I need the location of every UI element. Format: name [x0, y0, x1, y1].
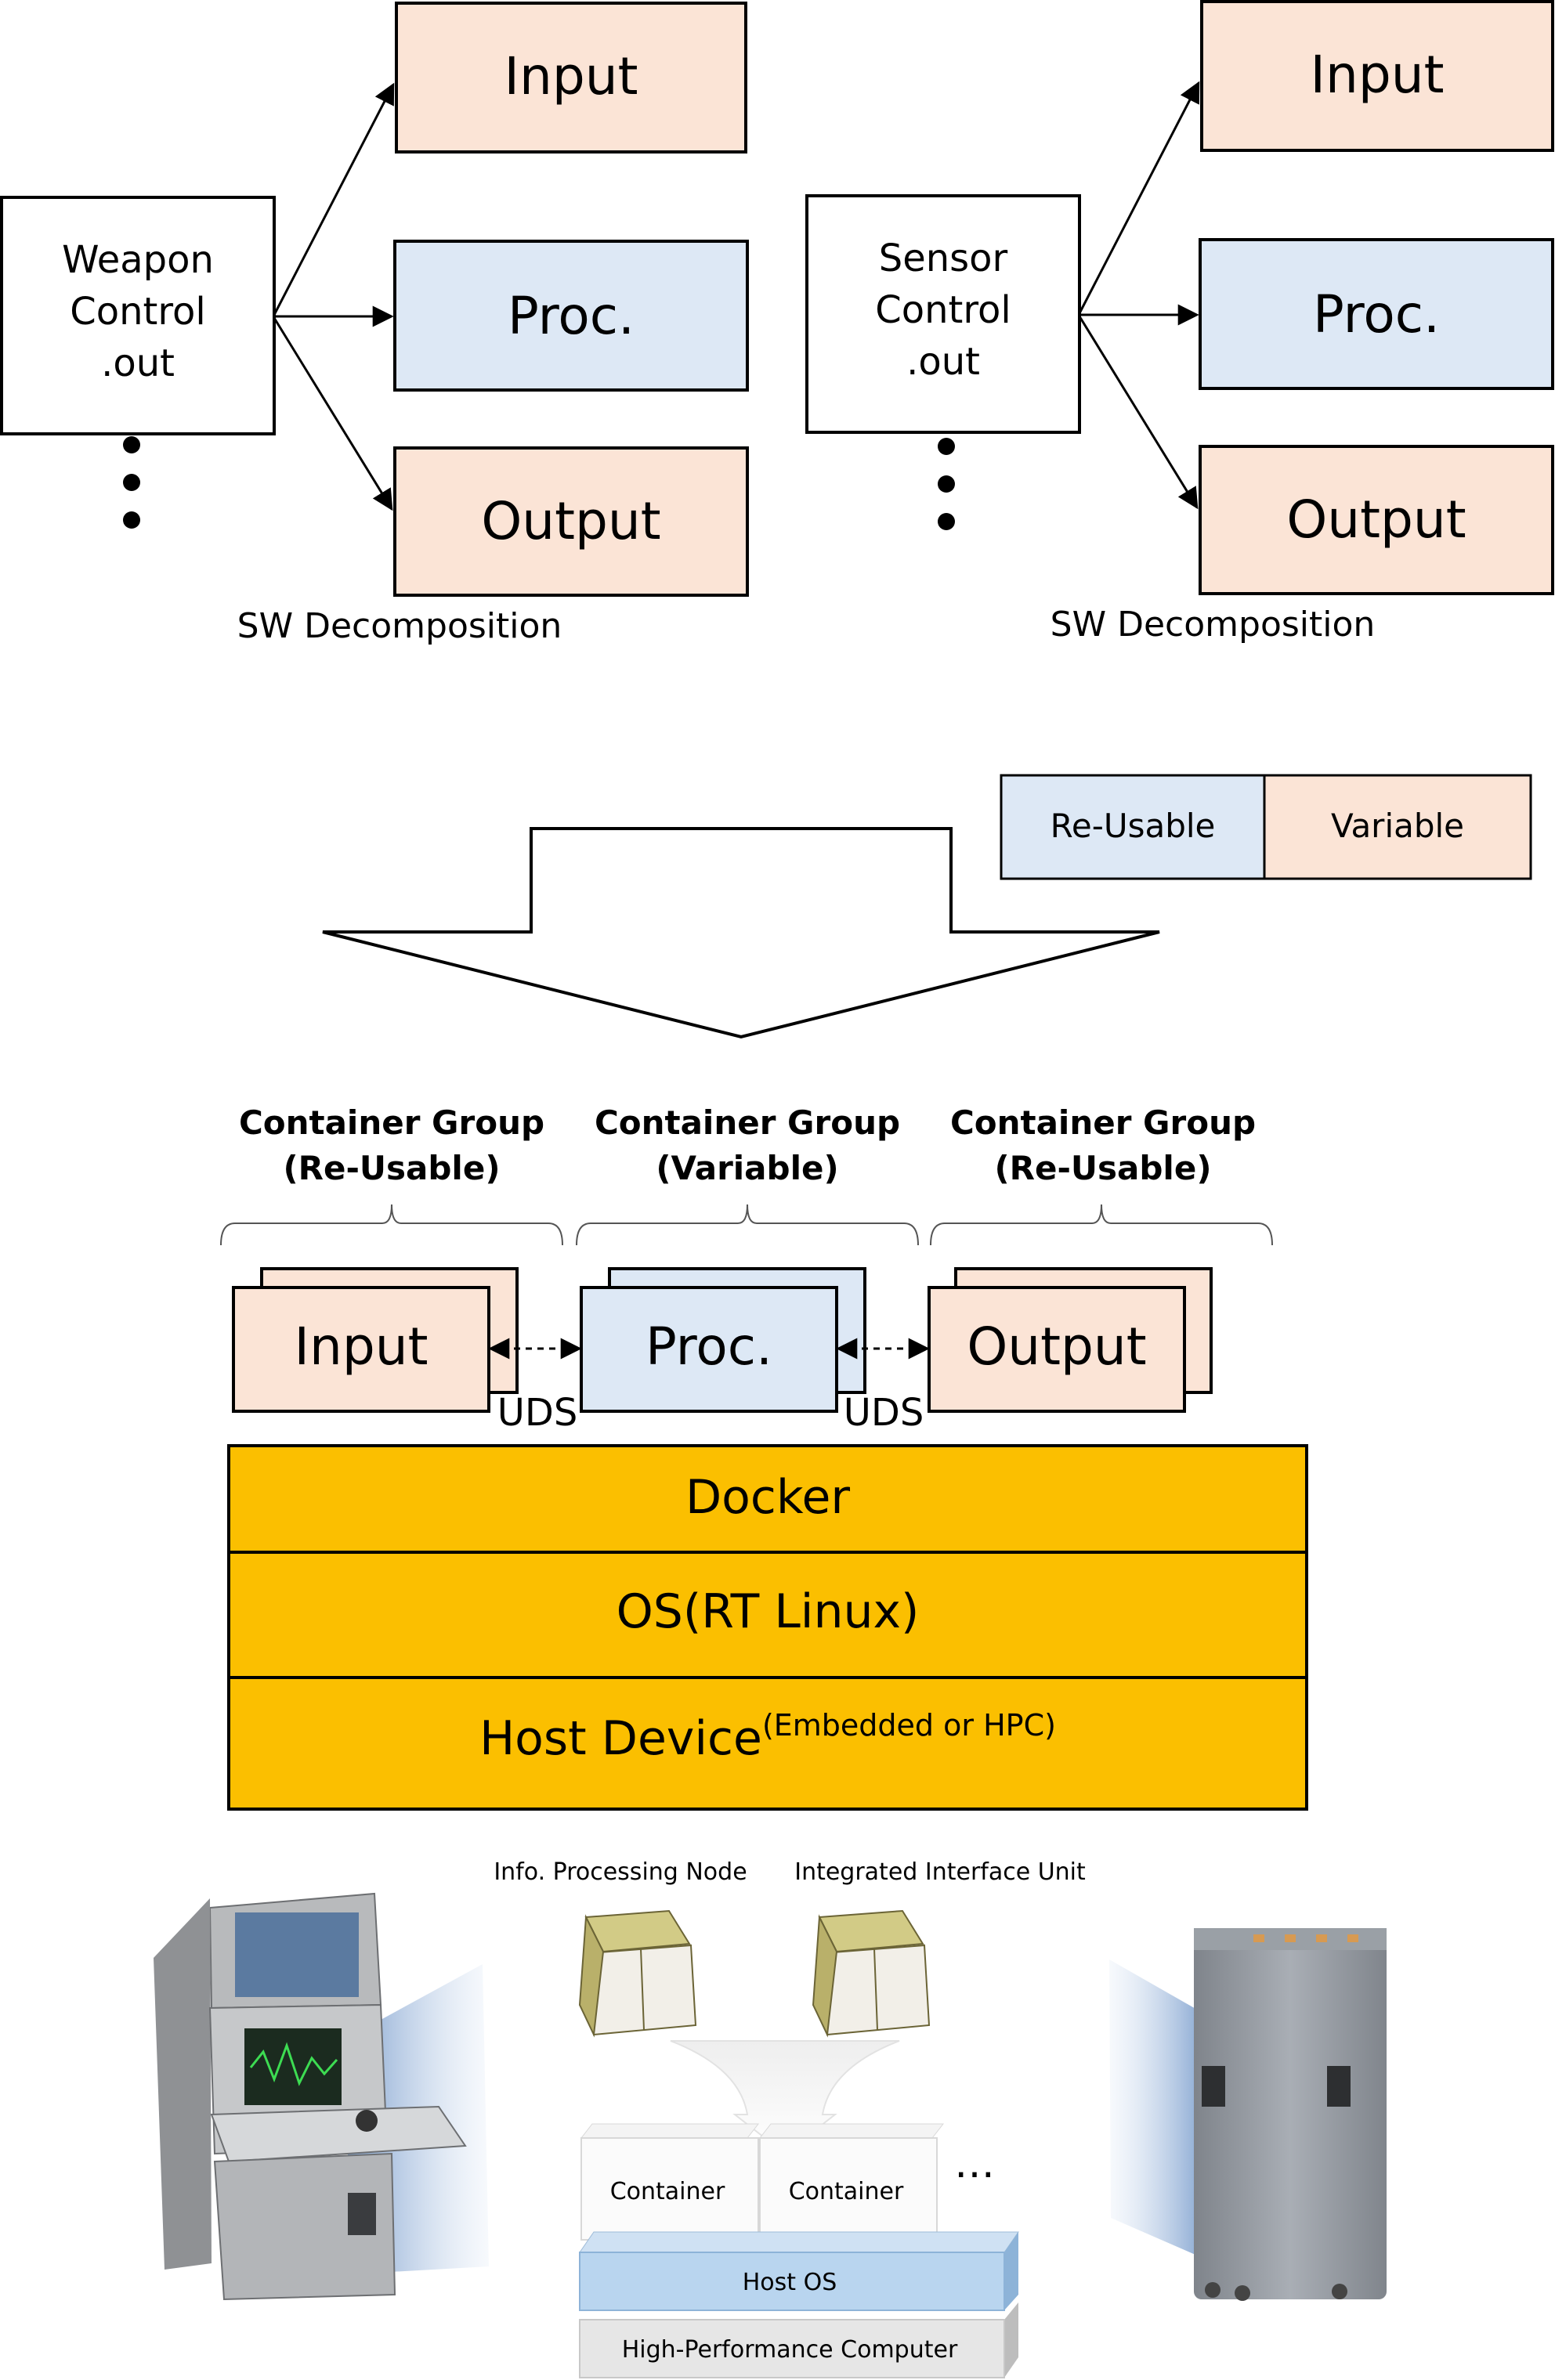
docker-label: Docker — [685, 1470, 850, 1525]
equipment-rack-image — [1109, 1928, 1387, 2301]
component-output — [393, 446, 749, 597]
legend: Re-Usable Variable — [1000, 774, 1532, 880]
group-brace — [576, 1204, 919, 1246]
app-label-line-3: .out — [101, 341, 175, 385]
decomposition-arrow — [273, 82, 395, 316]
container-block-top — [580, 2123, 760, 2139]
app-label-line-1: Sensor — [879, 237, 1008, 280]
hpc-band-side — [1004, 2302, 1018, 2378]
decomposition-left: Weapon Control .out Input Proc. Output S… — [0, 2, 749, 646]
component-output — [1199, 445, 1554, 595]
more-dot — [123, 511, 140, 529]
interface-unit-image — [812, 1909, 931, 2038]
container-front — [580, 1286, 838, 1413]
ipc-label: UDS — [844, 1391, 924, 1435]
app-label-line-2: Control — [70, 290, 206, 334]
component-proc — [393, 240, 749, 392]
container-block-label: Container — [610, 2178, 725, 2205]
host-label: Host Device(Embedded or HPC) — [479, 1708, 1056, 1766]
more-containers-ellipsis: … — [954, 2140, 995, 2187]
container-group-2: Container Group (Variable) Proc. — [576, 1103, 919, 1413]
processing-node-label: Info. Processing Node — [494, 1858, 747, 1886]
group-subtitle: (Re-Usable) — [994, 1149, 1211, 1187]
decomposition-arrow — [273, 317, 393, 511]
container-front — [928, 1286, 1186, 1413]
group-brace — [220, 1204, 563, 1246]
operator-console-image — [154, 1892, 489, 2301]
host-os-band-side — [1004, 2232, 1018, 2310]
decomposition-arrow — [1078, 81, 1200, 314]
group-subtitle: (Variable) — [656, 1149, 838, 1187]
decomposition-arrow — [1078, 316, 1199, 510]
legend-variable-label: Variable — [1331, 807, 1464, 845]
component-input — [1200, 0, 1554, 152]
decomposition-right: Sensor Control .out Input Proc. Output S… — [805, 0, 1554, 645]
component-input-label: Input — [504, 46, 638, 107]
group-title: Container Group — [950, 1103, 1256, 1142]
host-os-label: Host OS — [743, 2269, 837, 2296]
decomposition-caption: SW Decomposition — [1051, 605, 1376, 645]
hardware-illustration: Info. Processing Node Integrated Interfa… — [154, 1858, 1387, 2378]
component-output-label: Output — [481, 491, 660, 551]
app-box — [0, 196, 276, 435]
hpc-band — [579, 2319, 1005, 2378]
component-proc-label: Proc. — [508, 286, 635, 346]
group-title: Container Group — [239, 1103, 544, 1142]
component-proc — [1199, 238, 1554, 390]
container-block — [759, 2137, 938, 2241]
more-dot — [938, 475, 955, 493]
group-title: Container Group — [595, 1103, 900, 1142]
container-block-label: Container — [789, 2178, 904, 2205]
group-brace — [930, 1204, 1273, 1246]
group-subtitle: (Re-Usable) — [283, 1149, 500, 1187]
component-input — [395, 2, 747, 153]
os-layer — [227, 1551, 1308, 1679]
component-output-label: Output — [1286, 489, 1466, 550]
container-label: Input — [295, 1316, 429, 1377]
decomposition-caption: SW Decomposition — [237, 606, 562, 646]
app-label-line-1: Weapon — [62, 238, 214, 282]
component-proc-label: Proc. — [1313, 284, 1440, 345]
more-dot — [938, 513, 955, 530]
more-dot — [123, 436, 140, 453]
app-label-line-3: .out — [906, 340, 980, 384]
legend-reusable-swatch — [1000, 774, 1266, 880]
legend-variable-swatch — [1263, 774, 1532, 880]
container-block-top — [758, 2123, 945, 2139]
hpc-label: High-Performance Computer — [622, 2336, 958, 2364]
container-label: Proc. — [646, 1316, 772, 1377]
component-input-label: Input — [1311, 45, 1445, 105]
processing-node-image — [578, 1909, 697, 2038]
container-label: Output — [967, 1316, 1146, 1377]
host-device-label: Host Device — [479, 1711, 762, 1766]
container-front — [232, 1286, 490, 1413]
transform-arrow — [322, 827, 1160, 1039]
host-device-note: (Embedded or HPC) — [762, 1708, 1056, 1743]
host-os-band-top — [579, 2231, 1019, 2253]
container-group-1: Container Group (Re-Usable) Input — [220, 1103, 563, 1413]
host-os-band — [579, 2252, 1005, 2311]
app-label-line-2: Control — [875, 288, 1011, 332]
more-dot — [938, 438, 955, 455]
container-group-3: Container Group (Re-Usable) Output — [928, 1103, 1273, 1413]
legend-reusable-label: Re-Usable — [1051, 807, 1216, 845]
os-label: OS(RT Linux) — [617, 1584, 920, 1639]
interface-unit-label: Integrated Interface Unit — [794, 1858, 1086, 1886]
host-layer — [227, 1676, 1308, 1811]
container-block — [580, 2137, 759, 2241]
more-dot — [123, 474, 140, 491]
docker-layer — [227, 1444, 1308, 1554]
ipc-label: UDS — [497, 1391, 578, 1435]
software-stack: Docker OS(RT Linux) Host Device(Embedded… — [227, 1444, 1308, 1811]
